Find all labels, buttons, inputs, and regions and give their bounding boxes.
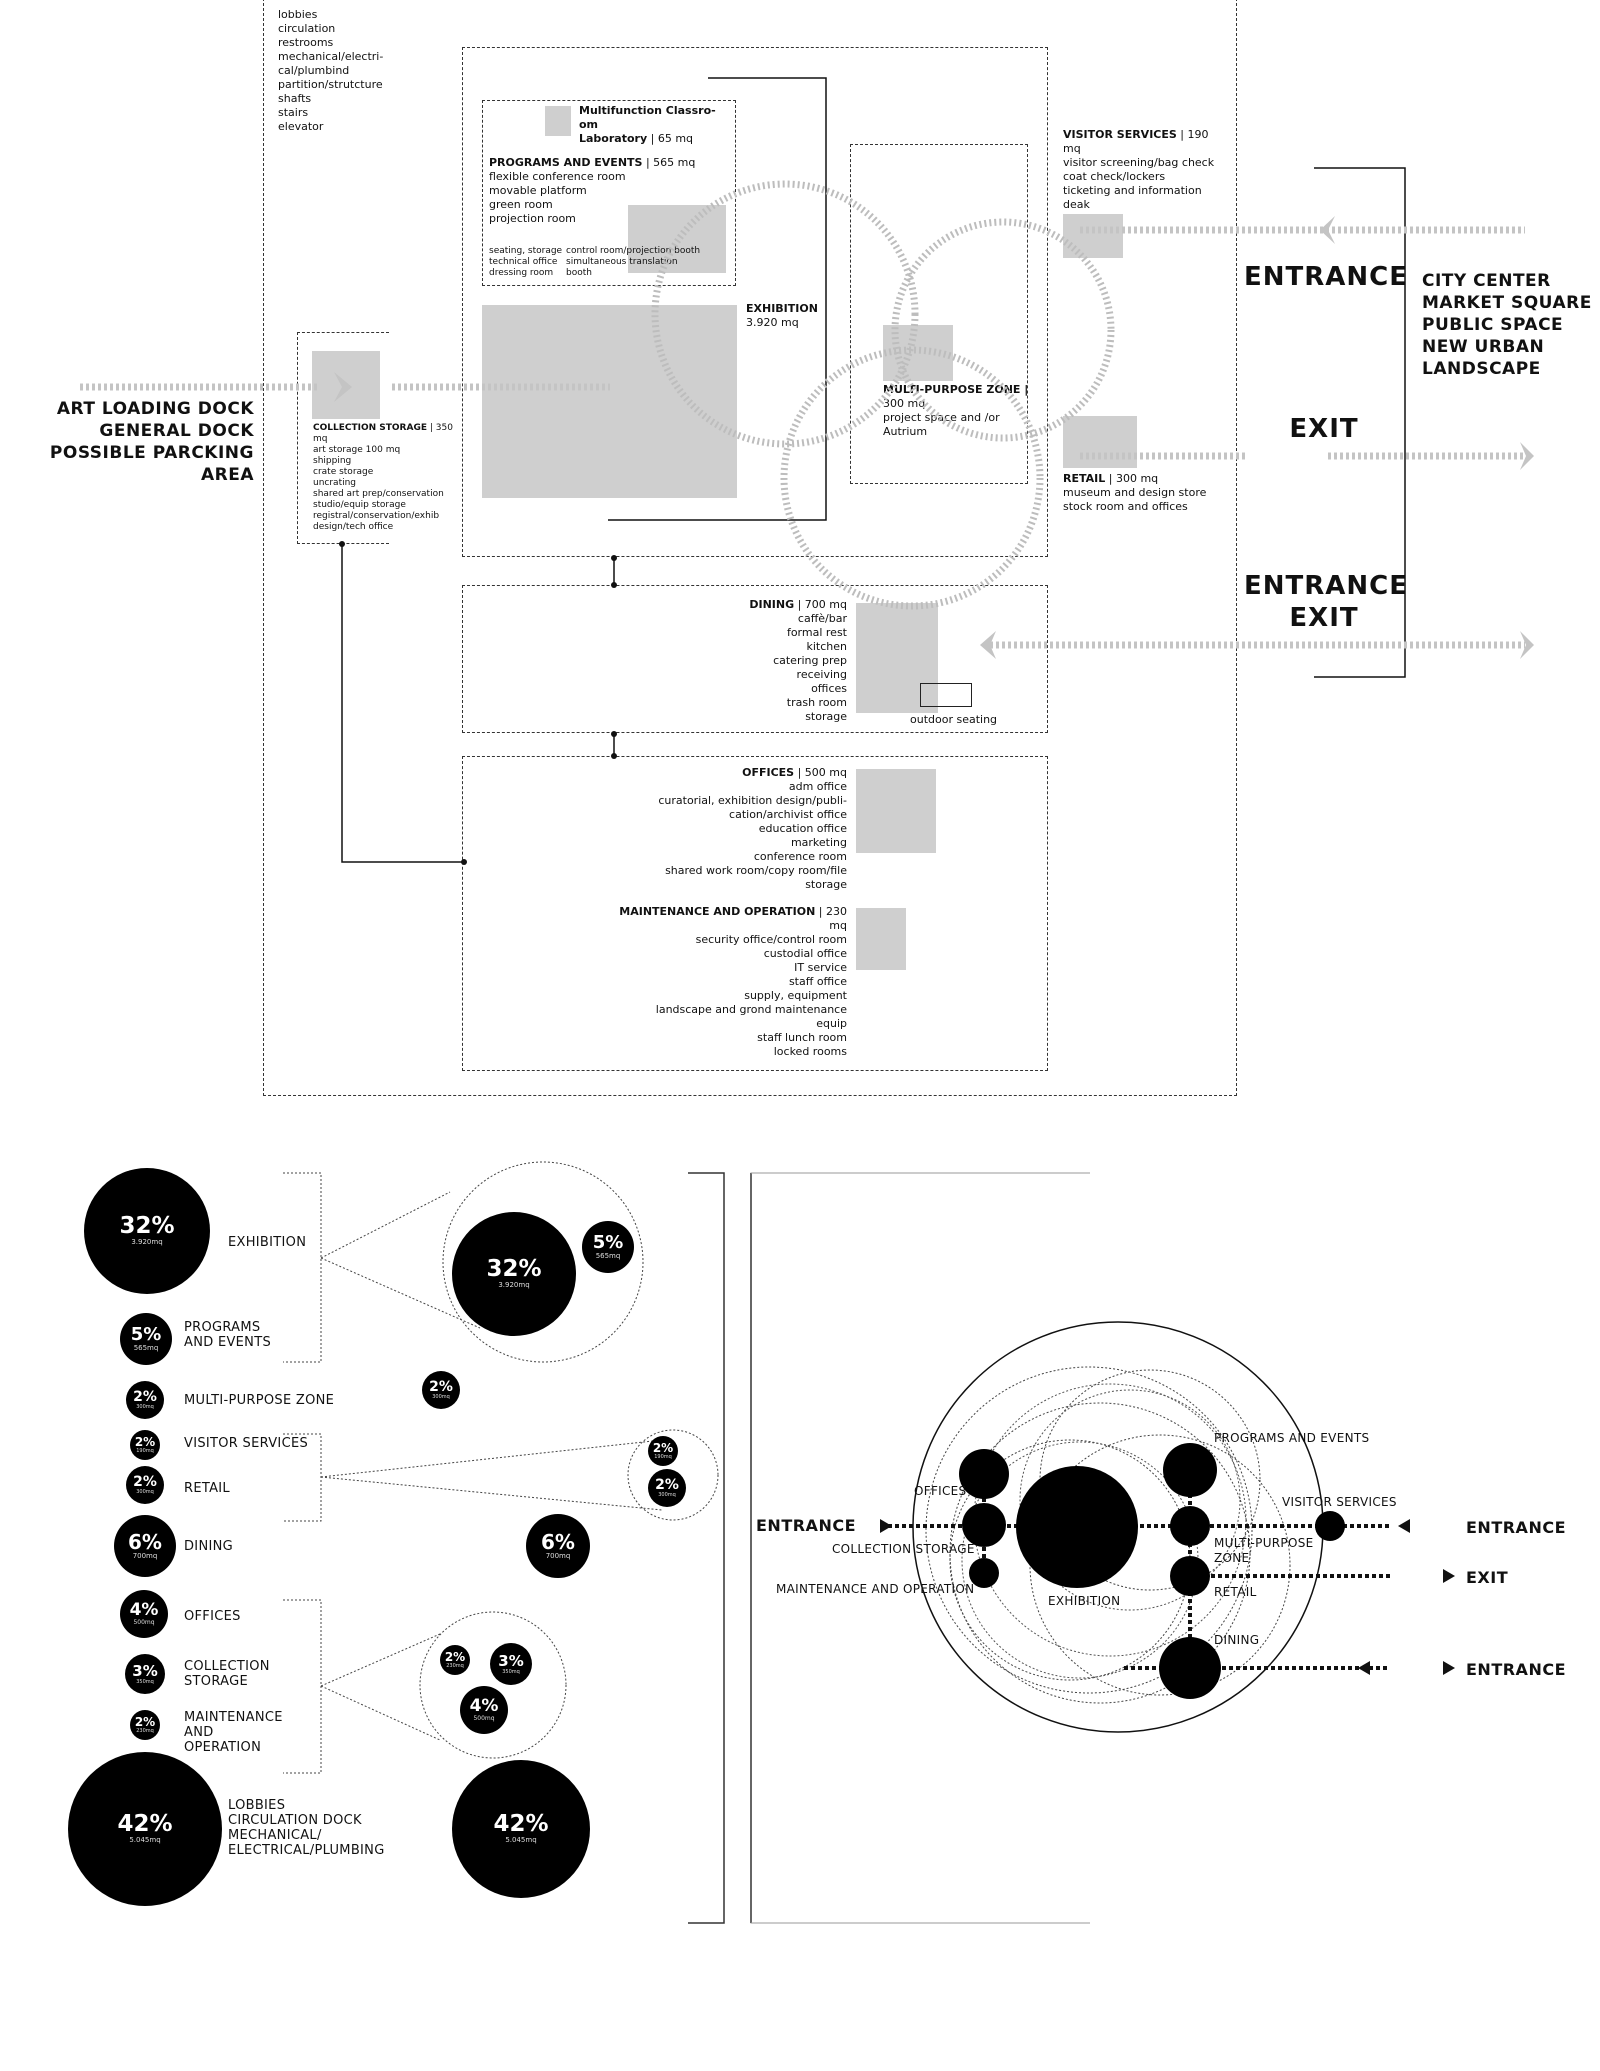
lobby-item: elevator <box>278 120 324 133</box>
label-offices-node: OFFICES <box>914 1484 967 1498</box>
entrance-exit-entrance-label: ENTRANCE <box>1244 571 1408 601</box>
group-retail-pill: 2% 300mq <box>648 1469 686 1507</box>
top-diagram-lines <box>80 77 1534 865</box>
label-dining: DINING <box>184 1539 234 1554</box>
programs-label: PROGRAMS AND EVENTS | 565 mq flexible co… <box>489 156 696 225</box>
label-retail: RETAIL <box>184 1481 230 1496</box>
label-multi-purpose: MULTI-PURPOSE ZONE <box>184 1393 335 1408</box>
label-collection: COLLECTION STORAGE <box>184 1659 270 1689</box>
outdoor-seating-box <box>920 683 972 707</box>
label-lobbies: LOBBIES CIRCULATION DOCK MECHANICAL/ ELE… <box>228 1798 385 1858</box>
lobby-list: lobbies circulation restrooms mechanical… <box>278 8 398 134</box>
outdoor-seating-label: outdoor seating <box>910 713 998 726</box>
label-visitor: VISITOR SERVICES <box>184 1436 309 1451</box>
dining-block <box>462 585 1048 733</box>
building-outline <box>263 0 1237 1096</box>
programs-small-left: seating, storage technical office dressi… <box>489 246 563 278</box>
label-exhibition-node: EXHIBITION <box>1048 1594 1121 1608</box>
label-programs-events: PROGRAMS AND EVENTS <box>1214 1431 1370 1445</box>
node-retail <box>1170 1556 1210 1596</box>
offices-block <box>462 756 1048 1071</box>
offices-label: OFFICES | 500 mq adm office curatorial, … <box>658 766 847 891</box>
label-collection-node: COLLECTION STORAGE <box>832 1542 975 1556</box>
node-multi-purpose <box>1170 1506 1210 1546</box>
group-collection-pill: 3% 350mq <box>490 1643 532 1685</box>
label-maintenance-node: MAINTENANCE AND OPERATION <box>776 1582 975 1596</box>
lobby-item: restrooms <box>278 36 334 49</box>
exhibition-label: EXHIBITION 3.920 mq <box>746 302 818 329</box>
dining-label: DINING | 700 mq caffè/bar formal rest ki… <box>749 598 847 723</box>
maintenance-swatch <box>856 908 906 970</box>
group-dining-pill: 6% 700mq <box>526 1514 590 1578</box>
node-visitor <box>1315 1511 1345 1541</box>
offices-swatch <box>856 769 936 853</box>
label-offices: OFFICES <box>184 1609 241 1624</box>
group-exhibition-pill: 32% 3.920mq <box>452 1212 576 1336</box>
lobby-item: partition/strutcture <box>278 78 383 91</box>
group-lobbies-pill: 42% 5.045mq <box>452 1760 590 1898</box>
exit-label: EXIT <box>1289 414 1359 444</box>
group-programs-pill: 5% 565mq <box>582 1221 634 1273</box>
pill-offices: 4% 500mq <box>120 1590 168 1638</box>
exhibition-swatch <box>482 305 737 498</box>
entrance-right-label: ENTRANCE <box>1466 1518 1566 1537</box>
lobby-item: mechanical/electri- <box>278 50 384 63</box>
group-visitor-pill: 2% 190mq <box>648 1436 678 1466</box>
entrance-label: ENTRANCE <box>1244 262 1408 292</box>
pill-maintenance: 2% 230mq <box>130 1710 160 1740</box>
label-dining-node: DINING <box>1214 1633 1260 1647</box>
exit-right-label: EXIT <box>1466 1568 1509 1587</box>
label-retail-node: RETAIL <box>1214 1585 1257 1599</box>
pill-dining: 6% 700mq <box>114 1515 176 1577</box>
group-multi-purpose-pill: 2% 300mq <box>422 1371 460 1409</box>
group-maintenance-pill: 2% 230mq <box>440 1645 470 1675</box>
visitor-services-label: VISITOR SERVICES | 190 mq visitor screen… <box>1063 128 1215 211</box>
classroom-label: Multifunction Classro- om Laboratory | 6… <box>579 104 716 145</box>
lobby-item: stairs <box>278 106 309 119</box>
label-multi-node: MULTI-PURPOSE ZONE <box>1214 1536 1314 1565</box>
exhibition-block <box>462 47 1048 557</box>
pill-exhibition: 32% 3.920mq <box>84 1168 210 1294</box>
retail-label: RETAIL | 300 mq museum and design store … <box>1063 472 1207 513</box>
lobby-item: circulation <box>278 22 336 35</box>
node-collection <box>962 1503 1006 1547</box>
maintenance-label: MAINTENANCE AND OPERATION | 230 mq secur… <box>619 905 847 1058</box>
entrance-left-label: ENTRANCE <box>756 1516 856 1535</box>
dock-labels: ART LOADING DOCK GENERAL DOCK POSSIBLE P… <box>49 399 254 485</box>
multi-purpose-box <box>850 144 1028 484</box>
pill-programs: 5% 565mq <box>120 1313 172 1365</box>
pill-retail: 2% 300mq <box>126 1466 164 1504</box>
lobby-item: cal/plumbind <box>278 64 350 77</box>
entrance-bottom-label: ENTRANCE <box>1466 1660 1566 1679</box>
classroom-swatch <box>545 106 571 136</box>
group-offices-pill: 4% 500mq <box>460 1686 508 1734</box>
label-programs: PROGRAMS AND EVENTS <box>184 1320 271 1350</box>
lobby-item: shafts <box>278 92 312 105</box>
label-maintenance: MAINTENANCE AND OPERATION <box>184 1710 283 1755</box>
pill-multi-purpose: 2% 300mq <box>126 1381 164 1419</box>
city-labels: CITY CENTER MARKET SQUARE PUBLIC SPACE N… <box>1422 271 1592 379</box>
pill-lobbies: 42% 5.045mq <box>68 1752 222 1906</box>
node-maintenance <box>969 1558 999 1588</box>
node-exhibition <box>1016 1466 1138 1588</box>
lobby-item: lobbies <box>278 8 318 21</box>
programs-swatch <box>628 205 726 273</box>
programs-small-right: control room/projection booth simultaneo… <box>566 246 701 278</box>
collection-storage-label: COLLECTION STORAGE | 350 mq art storage … <box>313 423 453 532</box>
pill-collection: 3% 350mq <box>125 1654 165 1694</box>
entrance-exit-exit-label: EXIT <box>1289 603 1359 633</box>
node-offices <box>959 1449 1009 1499</box>
label-exhibition: EXHIBITION <box>228 1235 307 1250</box>
pill-visitor: 2% 190mq <box>130 1430 160 1460</box>
node-programs <box>1163 1443 1217 1497</box>
label-visitor-node: VISITOR SERVICES <box>1282 1495 1397 1509</box>
dining-swatch <box>856 603 938 713</box>
node-dining <box>1159 1637 1221 1699</box>
